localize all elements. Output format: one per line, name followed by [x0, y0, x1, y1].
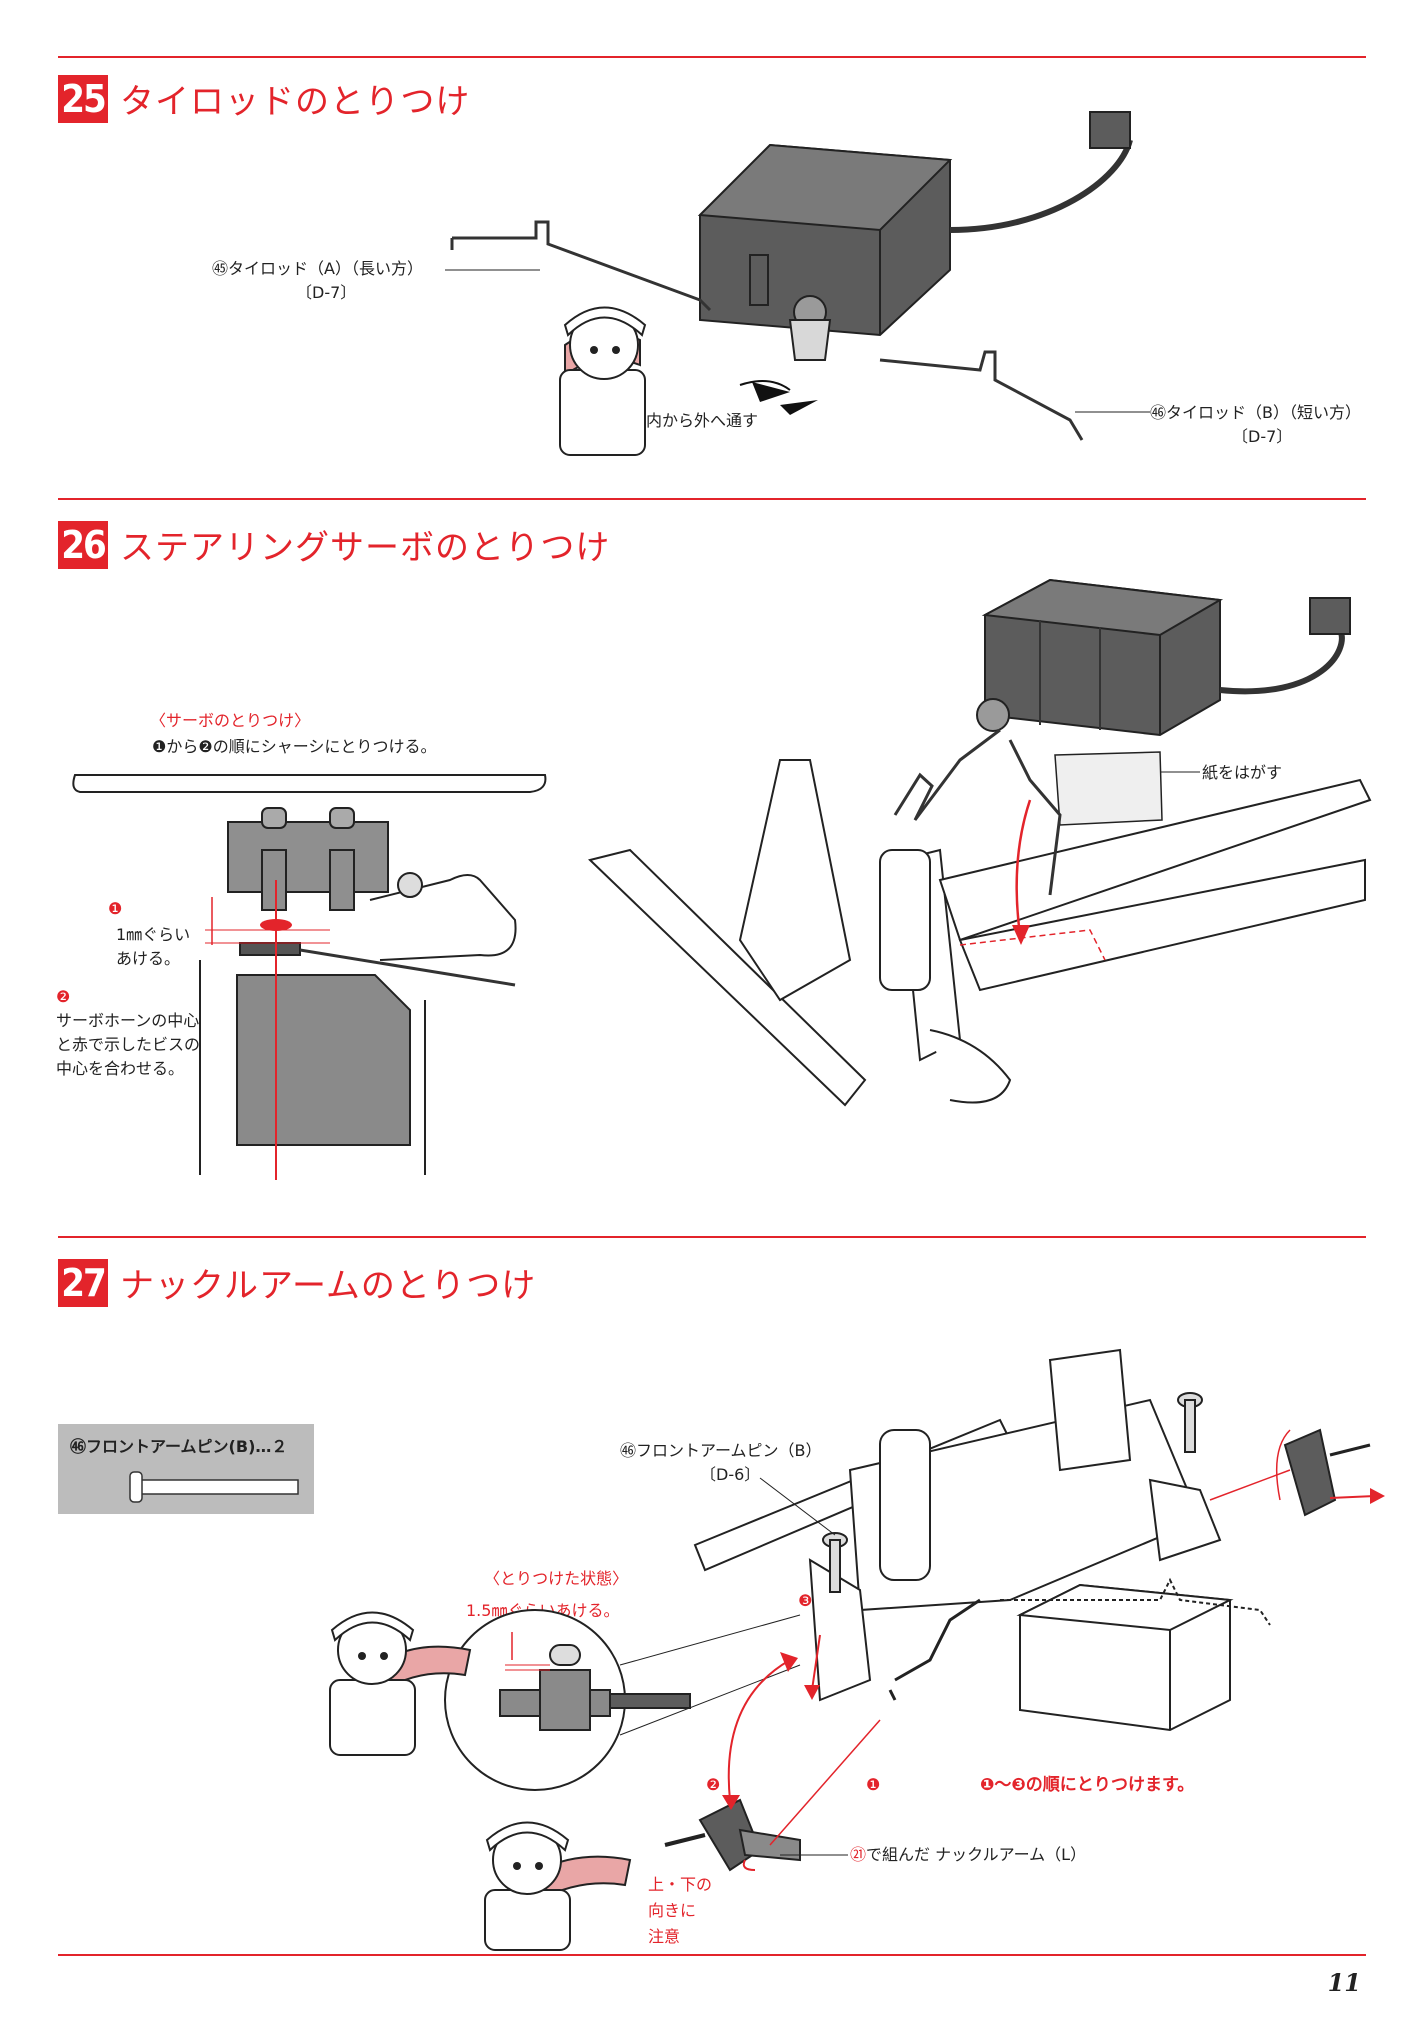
mascot-icon: [329, 1611, 472, 1756]
orientation-warning-line3: 注意: [648, 1927, 681, 1946]
orientation-warning-line1: 上・下の: [648, 1875, 713, 1894]
servo-mount-icon: [227, 807, 389, 911]
servo-icon: [697, 143, 953, 361]
mascot-icon: [559, 306, 647, 456]
mascot-icon: [484, 1821, 632, 1951]
knuckle-text: で組んだ ナックルアーム（L）: [866, 1845, 1087, 1864]
inside-out-note: 内から外へ通す: [646, 411, 759, 430]
arrow-icon: [780, 400, 818, 415]
horn-note-line3: 中心を合わせる。: [56, 1059, 185, 1078]
connector-icon: [1309, 597, 1351, 635]
orientation-warning-line2: 向きに: [648, 1901, 697, 1920]
step-25-header: 25 タイロッドのとりつけ: [58, 74, 470, 123]
step-title: ナックルアームのとりつけ: [120, 1266, 537, 1306]
section-rule-26: [58, 498, 1366, 500]
tape-icon: [1054, 751, 1163, 826]
step-title: ステアリングサーボのとりつけ: [120, 528, 611, 568]
connector-icon: [1089, 111, 1131, 149]
servo-icon: [976, 578, 1224, 737]
screw-icon: [822, 1532, 848, 1593]
knuckle-ref: ㉑: [850, 1845, 867, 1864]
arrow-icon: [752, 382, 790, 402]
step-number: 26: [58, 520, 108, 569]
page-number: 11: [1327, 1968, 1361, 1997]
peel-paper-label: 紙をはがす: [1202, 763, 1283, 782]
tie-rod-b-icon: [879, 350, 1084, 441]
tie-rod-a-ref: 〔D-7〕: [296, 283, 357, 302]
order-note: ❶〜❸の順にとりつけます。: [980, 1775, 1195, 1795]
arrow-icon: [780, 1652, 798, 1672]
step-title: タイロッドのとりつけ: [120, 82, 471, 122]
step-26-header: 26 ステアリングサーボのとりつけ: [58, 520, 610, 569]
tie-rod-b-label: ㊻タイロッド（B）（短い方）: [1150, 403, 1361, 422]
part-box: ㊻フロントアームピン(B)…２: [58, 1424, 314, 1514]
servo-mount-heading: 〈サーボのとりつけ〉: [150, 711, 311, 730]
step-marker-2: ❷: [706, 1775, 721, 1794]
front-arm-pin-label: ㊻フロントアームピン（B）: [620, 1441, 822, 1460]
gap-label-line1: 1㎜ぐらい: [116, 925, 191, 944]
knuckle-arm-icon: [664, 1798, 801, 1872]
servo-mount-order: ❶から❷の順にシャーシにとりつける。: [152, 737, 437, 756]
step-marker-1: ❶: [108, 899, 123, 918]
arrow-icon: [1012, 925, 1030, 945]
horn-note-line2: と赤で示したビスの: [56, 1035, 201, 1054]
chassis-assembly-icon: [588, 759, 1372, 1107]
knuckle-label: ㉑で組んだ ナックルアーム（L）: [850, 1844, 1086, 1866]
front-arm-pin-ref: 〔D-6〕: [700, 1465, 761, 1484]
step-marker-2: ❷: [56, 987, 71, 1006]
step-27-header: 27 ナックルアームのとりつけ: [58, 1258, 536, 1307]
horn-note-line1: サーボホーンの中心: [56, 1011, 200, 1030]
section-rule-27: [58, 1236, 1366, 1238]
top-rule: [58, 56, 1366, 58]
step-marker-1: ❶: [866, 1775, 881, 1794]
part-label: ㊻フロントアームピン(B)…２: [70, 1437, 288, 1456]
knuckle-arm-icon: [1283, 1428, 1371, 1517]
step-marker-3: ❸: [798, 1591, 813, 1610]
step-number: 25: [58, 74, 108, 123]
servo-icon: [236, 974, 411, 1146]
pin-icon: [129, 1471, 299, 1503]
chassis-assembly-icon: [693, 1348, 1222, 1702]
servo-icon: [1016, 1583, 1234, 1732]
tie-rod-a-icon: [452, 220, 712, 312]
screw-icon: [1177, 1392, 1203, 1453]
state-heading: 〈とりつけた状態〉: [484, 1569, 629, 1588]
tie-rod-a-label: ㊺タイロッド（A）（長い方）: [212, 259, 423, 278]
step-number: 27: [58, 1258, 108, 1307]
gap-label-line2: あける。: [116, 949, 181, 968]
bottom-rule: [58, 1954, 1366, 1956]
tie-rod-b-ref: 〔D-7〕: [1232, 427, 1293, 446]
